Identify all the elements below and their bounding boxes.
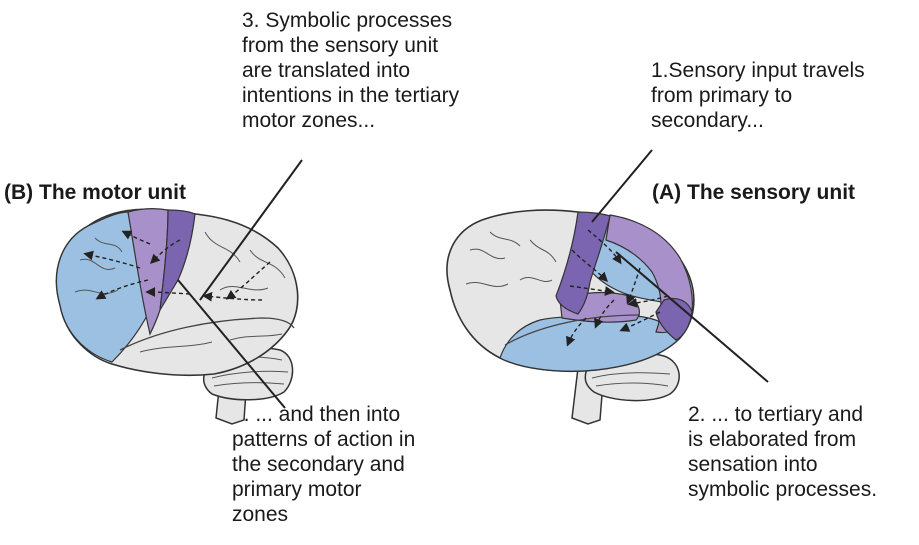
sensory-brain xyxy=(447,210,694,424)
motor-brain xyxy=(56,209,297,424)
leader-line-step-1 xyxy=(592,150,652,222)
